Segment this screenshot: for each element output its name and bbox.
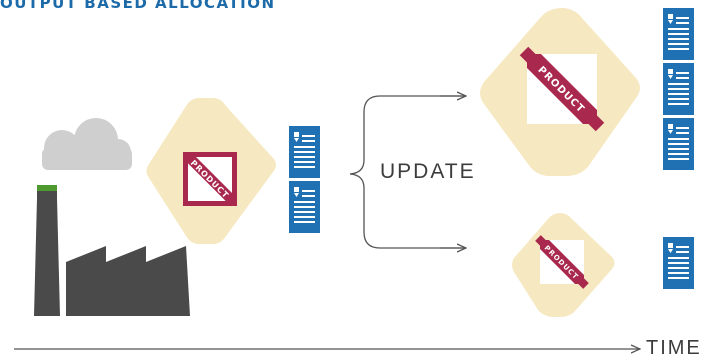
allowance-document-icon xyxy=(663,63,694,115)
diagram-title: OUTPUT BASED ALLOCATION xyxy=(0,0,276,12)
update-bracket xyxy=(349,95,466,249)
allowance-document-icon xyxy=(663,118,694,170)
factory-icon xyxy=(34,185,190,316)
smoke-cloud-icon xyxy=(42,118,132,170)
allowance-document-icon xyxy=(663,237,694,289)
allowance-document-icon xyxy=(289,126,320,178)
product-box-icon: PRODUCT xyxy=(519,46,605,132)
product-box-icon: PRODUCT xyxy=(535,235,589,289)
allowance-document-icon xyxy=(663,8,694,60)
product-box-icon: PRODUCT xyxy=(182,151,238,207)
time-axis-label: TIME xyxy=(646,337,702,359)
product-diamond-top-right: PRODUCT xyxy=(480,8,640,176)
update-label: UPDATE xyxy=(380,160,476,183)
allowance-document-icon xyxy=(289,181,320,233)
product-diamond-bottom-right: PRODUCT xyxy=(512,213,615,317)
product-diamond-left: PRODUCT xyxy=(146,98,276,244)
